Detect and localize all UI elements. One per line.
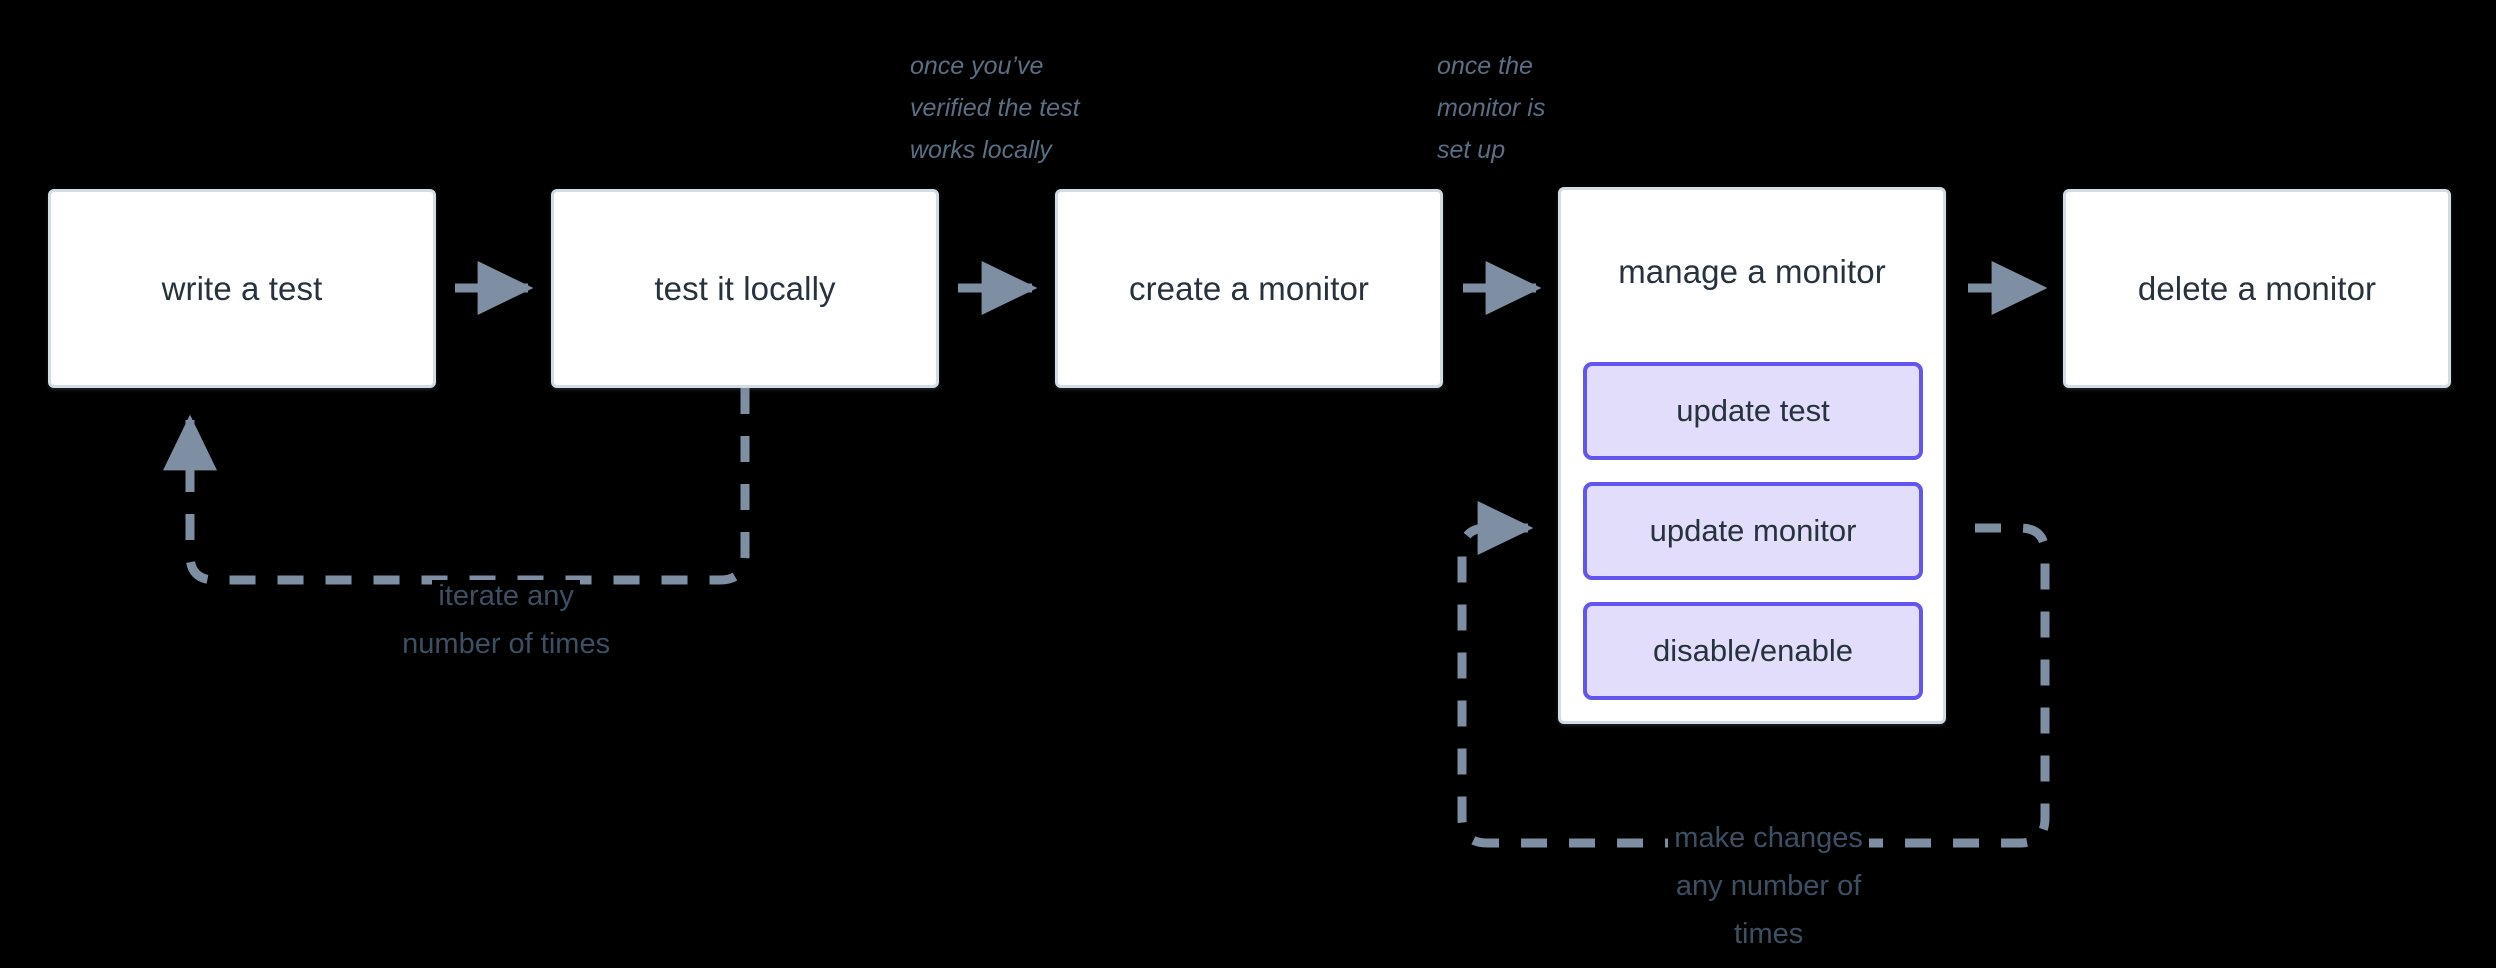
subnode-disable-enable[interactable]: disable/enable — [1583, 602, 1923, 700]
node-label-manage-a-monitor: manage a monitor — [1618, 253, 1886, 290]
subnode-label-update-test: update test — [1676, 393, 1830, 428]
node-label-test-it-locally: test it locally — [654, 269, 836, 307]
subnode-label-update-monitor: update monitor — [1649, 513, 1857, 548]
edge-changes-loop — [1457, 501, 2050, 848]
node-label-create-a-monitor: create a monitor — [1128, 269, 1370, 307]
subnode-update-monitor[interactable]: update monitor — [1583, 482, 1923, 580]
edge-iterate-loop — [163, 388, 750, 585]
node-create-a-monitor[interactable]: create a monitor — [1055, 189, 1443, 388]
node-label-write-a-test: write a test — [161, 269, 323, 307]
note-changes-line2: any number of — [1560, 814, 1945, 958]
node-manage-a-monitor[interactable]: manage a monitor update test update moni… — [1558, 187, 1946, 724]
node-label-delete-a-monitor: delete a monitor — [2137, 269, 2377, 307]
node-test-it-locally[interactable]: test it locally — [551, 189, 939, 388]
note-monitor-set-up: once the monitor is set up — [1437, 52, 1546, 164]
note-verified-test: once you’ve verified the test works loca… — [910, 52, 1080, 164]
node-delete-a-monitor[interactable]: delete a monitor — [2063, 189, 2451, 388]
subnode-label-disable-enable: disable/enable — [1653, 633, 1853, 668]
note-iterate-text-2: number of times — [396, 628, 617, 660]
note-iterate-line1: iterate any — [300, 524, 680, 668]
note-changes-text-3: times — [1727, 918, 1810, 950]
note-changes-text-1: make changes — [1668, 822, 1869, 854]
note-changes-text-2: any number of — [1669, 870, 1868, 902]
note-changes-line1: make changes — [1560, 766, 1945, 910]
note-iterate-line2: number of times — [280, 572, 700, 716]
note-changes-line3: times — [1560, 862, 1945, 968]
node-write-a-test[interactable]: write a test — [48, 189, 436, 388]
subnode-update-test[interactable]: update test — [1583, 362, 1923, 460]
note-iterate-text-1: iterate any — [432, 580, 580, 612]
